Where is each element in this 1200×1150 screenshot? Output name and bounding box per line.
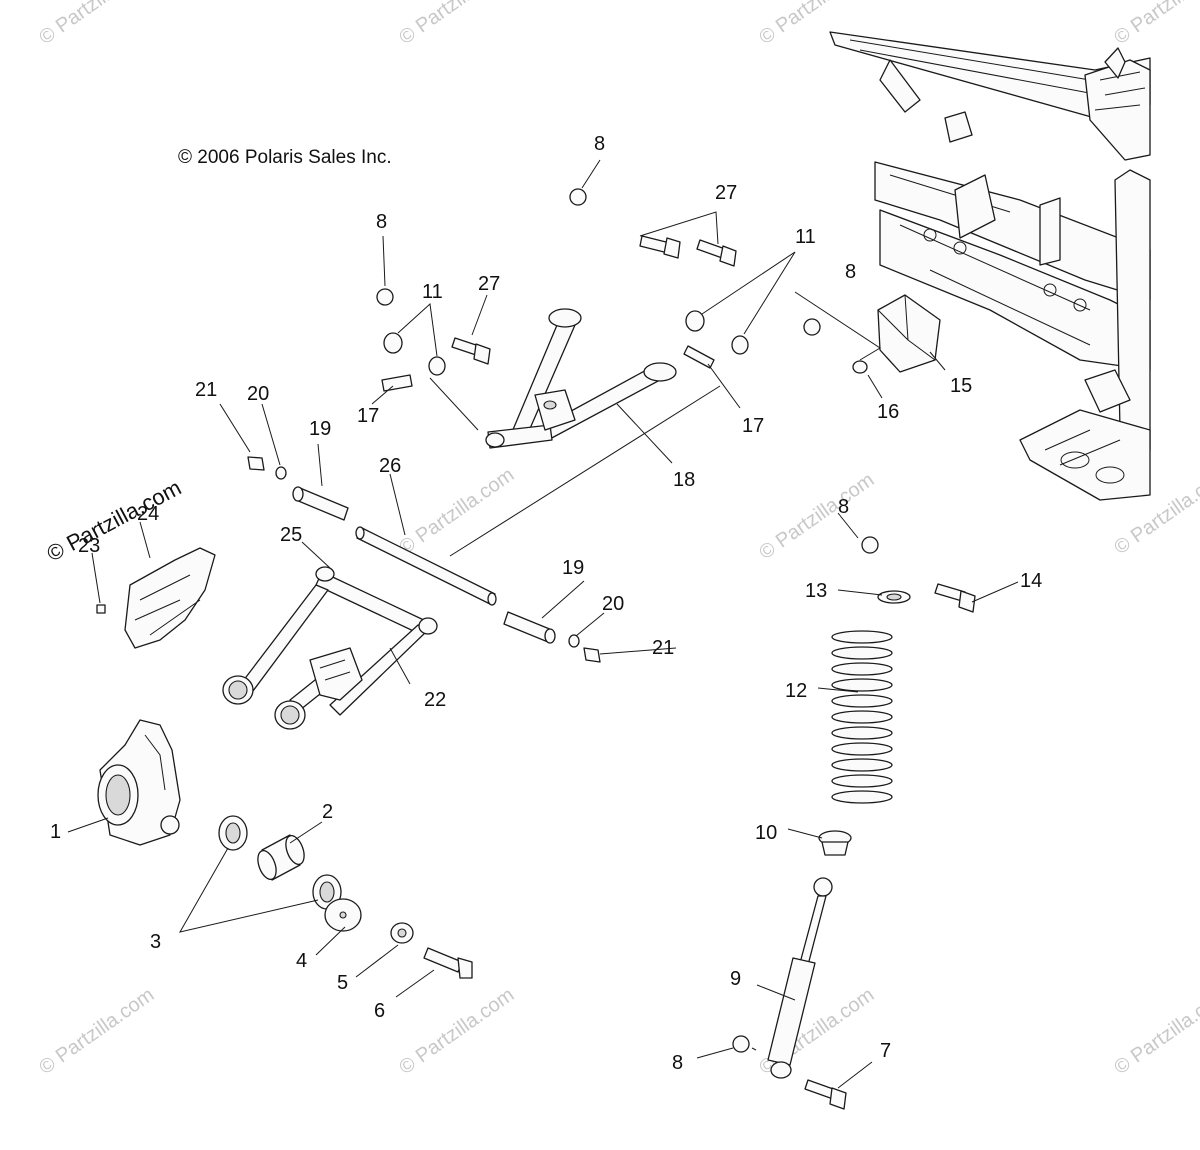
a-arm-bolt (451, 235, 737, 365)
watermark-text: © Partzilla.com (35, 984, 158, 1079)
skid-guard (124, 547, 216, 649)
washer-small (390, 922, 414, 944)
callout-8: 8 (838, 496, 849, 518)
watermark-text: © Partzilla.com (755, 469, 878, 564)
callout-8: 8 (845, 261, 856, 283)
callout-20: 20 (247, 383, 269, 405)
callout-16: 16 (877, 401, 899, 423)
callout-17: 17 (742, 415, 764, 437)
upper-a-arm (485, 308, 677, 449)
screw (96, 604, 106, 614)
copyright-text: © 2006 Polaris Sales Inc. (178, 147, 392, 168)
callout-19: 19 (562, 557, 584, 579)
callout-24: 24 (137, 503, 159, 525)
callout-8: 8 (376, 211, 387, 233)
callout-7: 7 (880, 1040, 891, 1062)
callout-9: 9 (730, 968, 741, 990)
callout-25: 25 (280, 524, 302, 546)
callout-18: 18 (673, 469, 695, 491)
callout-8: 8 (672, 1052, 683, 1074)
callout-15: 15 (950, 375, 972, 397)
shock-lower-bolt (804, 1079, 847, 1110)
callout-11: 11 (422, 281, 443, 303)
watermark-text: © Partzilla.com (35, 0, 158, 49)
callout-20: 20 (602, 593, 624, 615)
watermark-text: © Partzilla.com (395, 0, 518, 49)
callout-26: 26 (379, 455, 401, 477)
callout-19: 19 (309, 418, 331, 440)
callout-27: 27 (715, 182, 737, 204)
shock-absorber (767, 877, 833, 1079)
pivot-bushing (292, 486, 556, 644)
callout-14: 14 (1020, 570, 1042, 592)
spring-retainer (877, 590, 911, 604)
mount-bracket (877, 294, 941, 373)
coil-spring (831, 630, 893, 804)
callout-labels: 1 2 3 4 5 6 7 8 8 8 8 8 9 10 11 11 12 13… (50, 133, 1042, 1074)
watermark-large-text: © Partzilla.com (43, 475, 186, 567)
callout-3: 3 (150, 931, 161, 953)
callout-23: 23 (78, 535, 100, 557)
sleeve (381, 345, 715, 392)
watermark-text: © Partzilla.com (1110, 984, 1200, 1079)
callout-8: 8 (594, 133, 605, 155)
callout-6: 6 (374, 1000, 385, 1022)
callout-21: 21 (652, 637, 674, 659)
lock-nut (376, 188, 879, 1053)
watermark-text: © Partzilla.com (1110, 0, 1200, 49)
callout-22: 22 (424, 689, 446, 711)
callout-2: 2 (322, 801, 333, 823)
callout-21: 21 (195, 379, 217, 401)
pivot-washer (275, 466, 580, 648)
pivot-bolt (247, 456, 601, 663)
shock-upper-bolt (934, 583, 976, 613)
callout-1: 1 (50, 821, 61, 843)
callout-27: 27 (478, 273, 500, 295)
callout-12: 12 (785, 680, 807, 702)
spring-seat (818, 830, 852, 856)
a-arm-bushing (383, 310, 749, 376)
callout-10: 10 (755, 822, 777, 844)
leader-lines (67, 159, 1019, 1089)
bracket-bolt (852, 360, 868, 374)
bolt (423, 947, 473, 979)
watermark-text: © Partzilla.com (395, 464, 518, 559)
callout-11: 11 (795, 226, 816, 248)
washer-large (324, 898, 362, 932)
vehicle-frame (829, 31, 1151, 501)
callout-17: 17 (357, 405, 379, 427)
callout-5: 5 (337, 972, 348, 994)
callout-13: 13 (805, 580, 827, 602)
watermark-text: © Partzilla.com (395, 984, 518, 1079)
bushing (257, 834, 305, 881)
bearing-carrier (97, 719, 181, 846)
callout-4: 4 (296, 950, 307, 972)
pivot-tube (355, 526, 497, 606)
lower-a-arm (222, 566, 438, 730)
